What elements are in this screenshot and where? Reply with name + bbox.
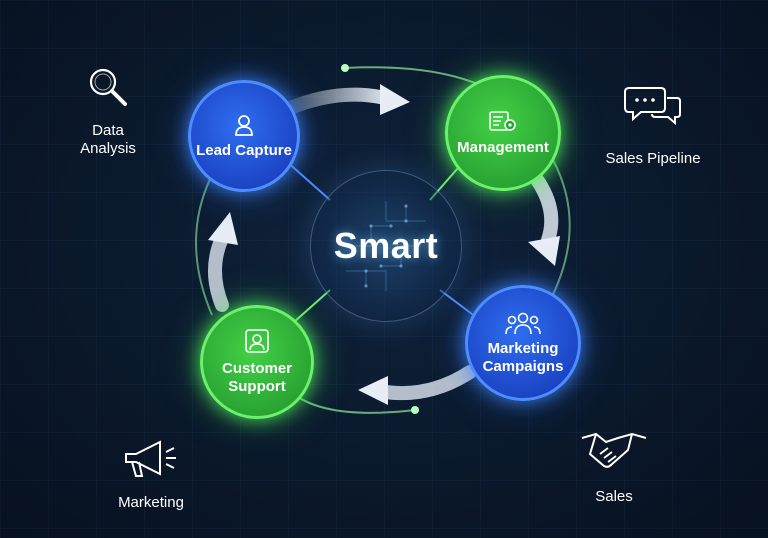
chat-bubbles-icon: [624, 87, 681, 126]
node-customer-support[interactable]: Customer Support: [200, 305, 314, 419]
loop-dot: [341, 64, 349, 72]
node-label: Lead Capture: [196, 142, 292, 159]
side-label-line1: Data: [92, 122, 124, 139]
smart-hub[interactable]: Smart: [310, 170, 462, 322]
side-label-line2: Analysis: [80, 140, 136, 157]
node-management[interactable]: Management: [445, 75, 561, 191]
hub-title: Smart: [333, 225, 439, 266]
spoke-line: [284, 159, 331, 201]
gear-document-icon: [489, 111, 516, 131]
side-label: Sales: [595, 488, 633, 505]
arrow-bottom: [358, 365, 477, 405]
node-label-line2: Support: [228, 378, 286, 395]
side-marketing[interactable]: Marketing: [108, 436, 194, 512]
node-lead-capture[interactable]: Lead Capture: [188, 80, 300, 192]
node-label-line1: Marketing: [487, 340, 559, 357]
arrow-left: [208, 212, 238, 312]
node-label-line1: Customer: [221, 360, 292, 377]
megaphone-icon: [125, 440, 176, 477]
magnifier-icon: [89, 68, 127, 106]
node-marketing-campaigns[interactable]: Marketing Campaigns: [465, 285, 581, 401]
outer-loop-path: [294, 394, 416, 414]
node-label-line2: Campaigns: [482, 358, 564, 375]
group-icon: [505, 312, 541, 335]
person-icon: [235, 115, 253, 136]
side-label: Marketing: [118, 494, 184, 511]
circuit-pattern: [346, 201, 426, 291]
loop-dot: [411, 406, 419, 414]
side-label: Sales Pipeline: [605, 150, 701, 167]
support-agent-icon: [245, 329, 269, 353]
side-sales-pipeline[interactable]: Sales Pipeline: [598, 80, 708, 168]
outer-loop-path: [195, 174, 213, 316]
side-sales[interactable]: Sales: [578, 428, 650, 506]
side-data-analysis[interactable]: Data Analysis: [68, 62, 148, 158]
arrow-top: [283, 84, 410, 115]
outer-loop-path: [544, 159, 571, 311]
handshake-icon: [581, 432, 647, 468]
node-label: Management: [457, 139, 549, 156]
